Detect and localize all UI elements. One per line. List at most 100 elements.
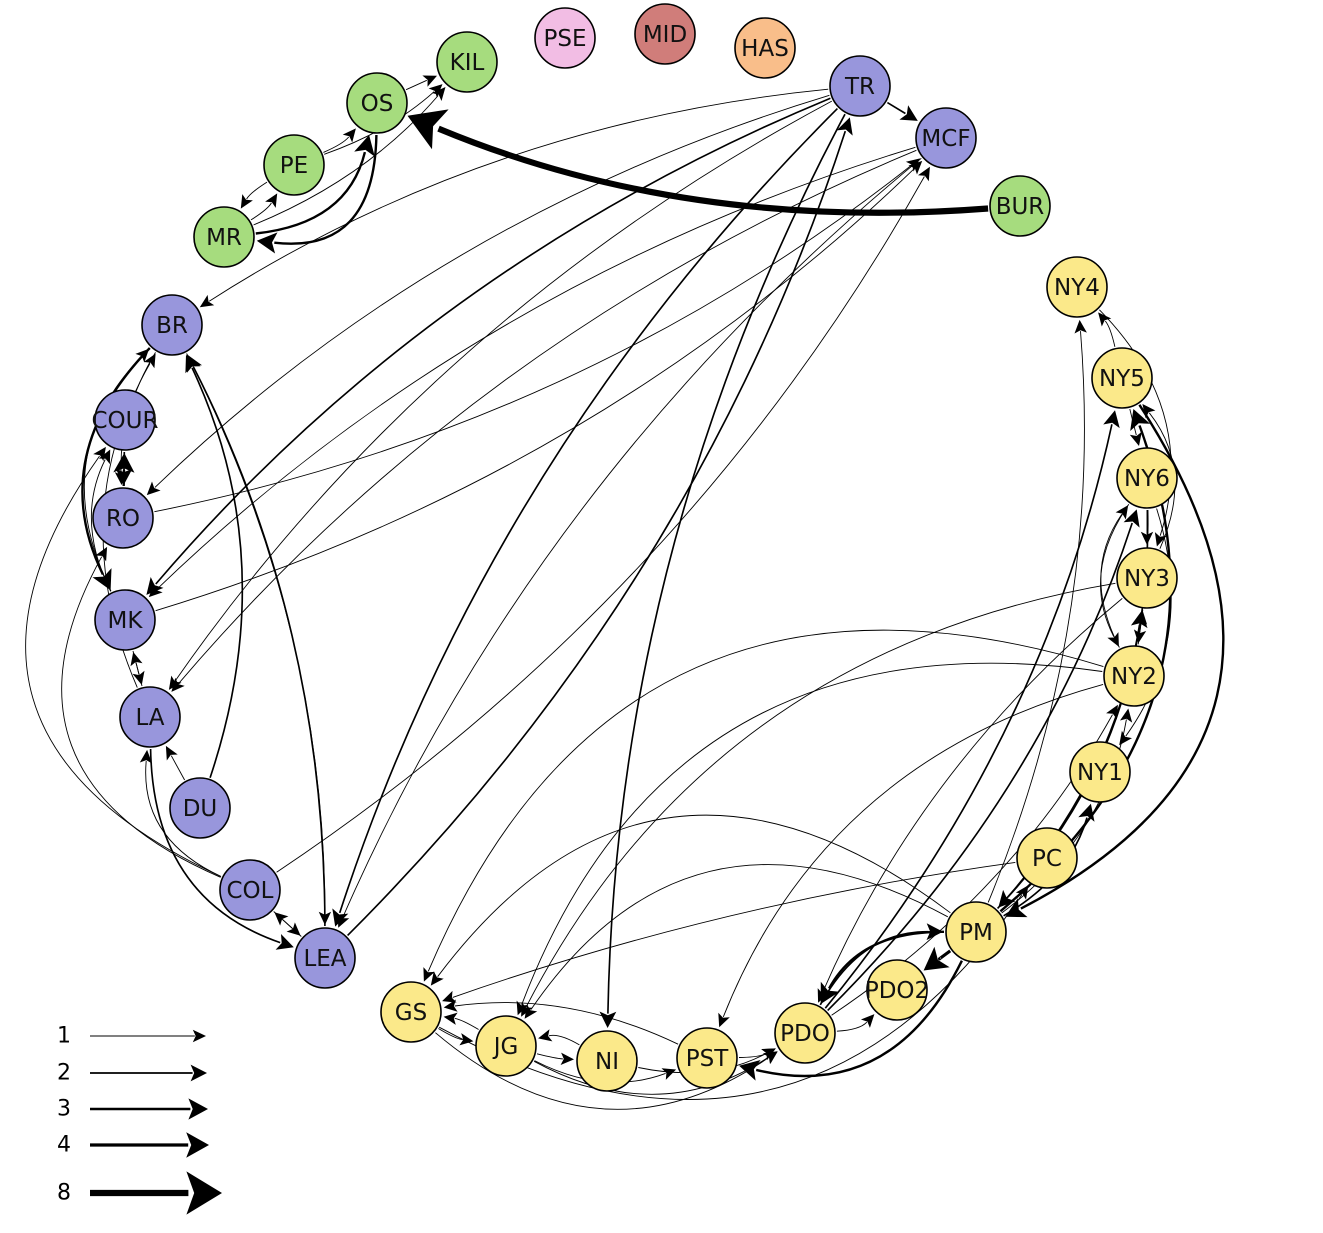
- node-lea: LEA: [295, 928, 355, 988]
- node-ny6: NY6: [1117, 448, 1177, 508]
- node-pdo-label: PDO: [780, 1021, 830, 1047]
- edge-mr-to-pe-line: [251, 203, 271, 220]
- legend-arrow-2: [90, 1065, 207, 1082]
- node-ro: RO: [93, 488, 153, 548]
- node-br: BR: [142, 295, 202, 355]
- edge-br-to-lea: [187, 354, 332, 926]
- node-cour-label: COUR: [92, 408, 159, 434]
- legend-weight-label: 1: [57, 1024, 71, 1049]
- legend-weight-label: 4: [57, 1133, 71, 1158]
- node-os: OS: [347, 73, 407, 133]
- edge-pdo-to-pdo2-arrowhead: [861, 1014, 875, 1028]
- edge-pm-to-pdo2-arrowhead: [924, 947, 950, 971]
- node-pc-label: PC: [1032, 846, 1062, 872]
- edge-tr-to-la: [169, 101, 832, 690]
- node-ny1-label: NY1: [1077, 760, 1123, 786]
- node-pst-label: PST: [686, 1046, 729, 1072]
- edge-col-to-cour-arrowhead: [93, 447, 106, 461]
- node-ny2: NY2: [1104, 646, 1164, 706]
- edge-du-to-br: [185, 355, 242, 778]
- edge-tr-to-mcf-arrowhead: [899, 105, 917, 121]
- edge-pdo-to-ny2-arrowhead: [1106, 705, 1118, 720]
- legend-item-2: 2: [57, 1061, 207, 1086]
- node-bur: BUR: [990, 176, 1050, 236]
- node-kil-label: KIL: [450, 50, 485, 76]
- node-mr-label: MR: [206, 225, 242, 251]
- edge-lea-to-col-arrowhead: [274, 912, 288, 925]
- edge-lea-to-tr: [348, 117, 853, 935]
- edge-col-to-mcf: [277, 167, 930, 872]
- edge-ny3-to-ny5-arrowhead: [1142, 404, 1155, 418]
- edge-mcf-to-lea-line: [343, 158, 922, 917]
- edge-ny5-to-ny4-arrowhead: [1098, 312, 1111, 326]
- edge-tr-to-ni: [600, 114, 846, 1028]
- edge-ro-to-cour: [113, 453, 134, 486]
- edge-tr-to-mk: [146, 98, 830, 595]
- node-ny4-label: NY4: [1054, 275, 1100, 301]
- node-ny1: NY1: [1070, 742, 1130, 802]
- edge-ro-to-mcf-line: [154, 165, 911, 511]
- edge-pe-to-mr-line: [247, 182, 267, 199]
- weight-legend: 1 2 3 4 8: [57, 1024, 222, 1215]
- edge-la-to-mk: [131, 652, 143, 686]
- edge-tr-to-ni-arrowhead: [600, 1012, 617, 1029]
- node-mk: MK: [95, 590, 155, 650]
- node-jg: JG: [476, 1016, 536, 1076]
- node-gs: GS: [381, 982, 441, 1042]
- node-ny5-label: NY5: [1099, 366, 1145, 392]
- edge-lea-to-tr-line: [348, 131, 846, 935]
- legend-arrow-3: [90, 1098, 208, 1119]
- edge-pdo-to-pdo2-line: [837, 1022, 867, 1031]
- edge-ni-to-jg: [538, 1029, 579, 1045]
- node-ny2-label: NY2: [1111, 664, 1157, 690]
- legend-arrow-1: [90, 1030, 206, 1042]
- edge-pm-to-pdo2: [924, 947, 951, 971]
- edge-tr-to-br: [200, 89, 828, 307]
- edge-du-to-la-arrowhead: [166, 746, 178, 761]
- legend-item-8: 8: [57, 1171, 222, 1214]
- node-du-label: DU: [183, 796, 218, 822]
- legend-arrow-8-arrowhead: [186, 1171, 222, 1214]
- legend-weight-label: 3: [57, 1097, 71, 1122]
- edge-tr-to-mk-line: [156, 98, 831, 584]
- edge-bur-to-os: [408, 109, 989, 212]
- node-mcf: MCF: [916, 108, 976, 168]
- edge-pm-to-gs: [431, 815, 951, 985]
- node-pse-label: PSE: [543, 26, 586, 52]
- node-mcf-label: MCF: [921, 126, 970, 152]
- edge-col-to-mcf-arrowhead: [918, 167, 930, 182]
- edge-la-to-lea: [151, 749, 294, 950]
- legend-weight-label: 8: [57, 1181, 71, 1206]
- edge-mk-to-mcf-line: [156, 169, 915, 611]
- node-pst: PST: [677, 1028, 737, 1088]
- node-la-label: LA: [135, 705, 164, 731]
- legend-arrow-8: [90, 1171, 222, 1214]
- node-du: DU: [170, 778, 230, 838]
- edge-gs-to-jg: [438, 1029, 473, 1046]
- node-pse: PSE: [535, 8, 595, 68]
- edge-du-to-la-line: [171, 756, 184, 780]
- edge-pe-to-mr: [241, 182, 267, 209]
- node-pdo: PDO: [775, 1003, 835, 1063]
- node-tr-label: TR: [844, 74, 875, 100]
- edge-lea-to-br-line: [194, 367, 325, 926]
- legend-item-1: 1: [57, 1024, 206, 1049]
- edge-mr-to-pe-arrowhead: [265, 193, 277, 208]
- node-tr: TR: [830, 56, 890, 116]
- node-pm-label: PM: [959, 920, 993, 946]
- edge-ny6-to-ny3: [1141, 510, 1153, 545]
- node-mk-label: MK: [108, 608, 144, 634]
- legend-item-3: 3: [57, 1097, 208, 1122]
- node-lea-label: LEA: [303, 946, 346, 972]
- edge-pm-to-ny4-line: [988, 331, 1084, 902]
- edge-tr-to-ro: [147, 95, 830, 495]
- legend-weight-label: 2: [57, 1061, 71, 1086]
- edge-jg-to-ni: [537, 1053, 574, 1065]
- edge-ny2-to-jg: [517, 663, 1103, 1015]
- node-col-label: COL: [227, 878, 274, 904]
- node-br-label: BR: [156, 313, 188, 339]
- node-mid: MID: [635, 4, 695, 64]
- edge-mcf-to-mk: [149, 147, 916, 597]
